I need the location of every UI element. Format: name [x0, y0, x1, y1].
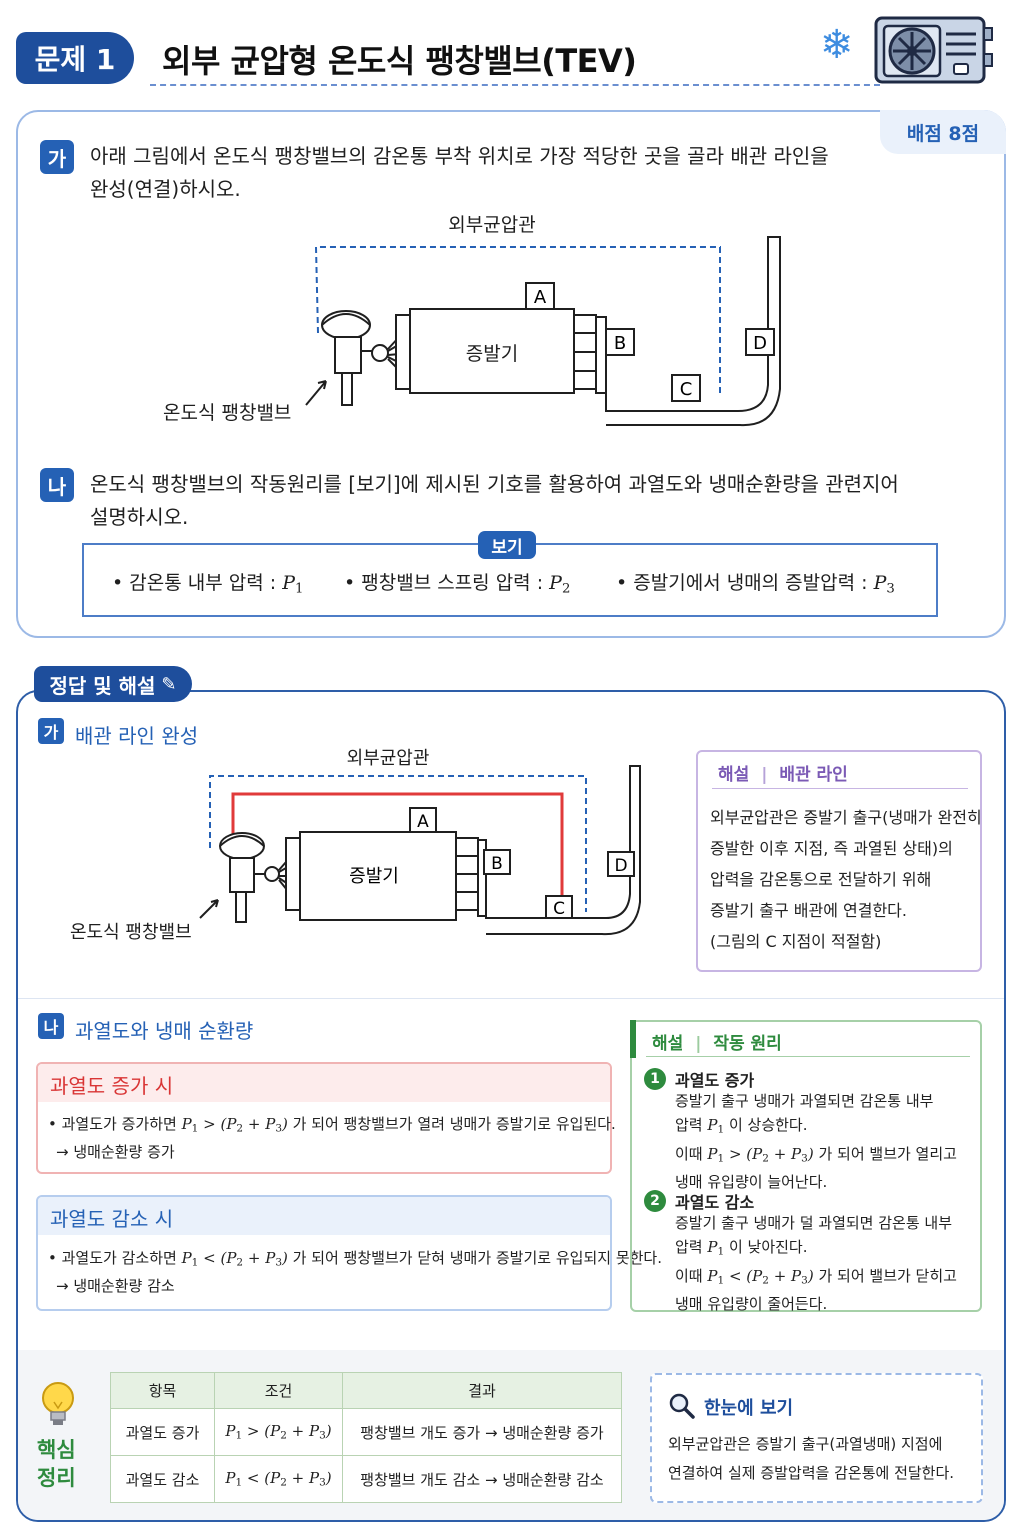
section-divider	[18, 998, 1004, 999]
tev-answer-diagram: 외부균압관 증발기 A B C D	[199, 748, 641, 936]
step-2-text: 증발기 출구 냉매가 덜 과열되면 감온통 내부 압력 P1 이 낮아진다. 이…	[675, 1214, 957, 1314]
summary-cell-item: 과열도 증가	[110, 1408, 215, 1456]
step-1-text: 증발기 출구 냉매가 과열되면 감온통 내부 압력 P1 이 상승한다. 이때 …	[675, 1092, 957, 1192]
score-badge: 배점 8점	[880, 110, 1006, 154]
answer-tag: 정답 및 해설 ✎	[34, 666, 192, 702]
answer-equalizer-dashed	[209, 775, 587, 912]
magnifier-icon	[669, 1393, 695, 1419]
answer-card	[16, 690, 1006, 1522]
working-principle-title: 해설 | 작동 원리	[652, 1034, 782, 1054]
snowflake-icon: ❄	[820, 22, 854, 68]
question-card	[16, 110, 1006, 638]
summary-table-header: 항목 조건 결과	[110, 1372, 622, 1409]
answer-tag-label: 정답 및 해설	[49, 673, 156, 698]
answer-point-d: D	[614, 856, 627, 876]
summary-table: 항목 조건 결과 과열도 증가 P1 > (P2 + P3) 팽창밸브 개도 증…	[110, 1372, 622, 1503]
superheat-decrease-text: • 과열도가 감소하면 P1 < (P2 + P3) 가 되어 팽창밸브가 닫혀…	[48, 1249, 662, 1269]
answer-equalizer-label: 외부균압관	[347, 748, 430, 769]
table-row: 과열도 감소 P1 < (P2 + P3) 팽창밸브 개도 감소 → 냉매순환량…	[110, 1455, 622, 1503]
point-d-label: D	[753, 333, 767, 354]
answer-part-a-badge: 가	[38, 718, 64, 744]
working-principle-box	[630, 1020, 982, 1312]
title-underline	[150, 84, 880, 86]
working-principle-accent	[630, 1020, 636, 1058]
table-row: 과열도 증가 P1 > (P2 + P3) 팽창밸브 개도 증가 → 냉매순환량…	[110, 1408, 622, 1456]
step-2-heading: 과열도 감소	[675, 1193, 755, 1212]
summary-cell-result: 팽창밸브 개도 감소 → 냉매순환량 감소	[342, 1455, 622, 1503]
summary-cell-result: 팽창밸브 개도 증가 → 냉매순환량 증가	[342, 1408, 622, 1456]
equalizer-pipe-label: 외부균압관	[448, 214, 535, 236]
piping-explanation-divider	[712, 788, 968, 789]
summary-cell-condition: P1 > (P2 + P3)	[214, 1408, 343, 1456]
valve-label: 온도식 팽창밸브	[163, 402, 292, 424]
answer-valve-label: 온도식 팽창밸브	[70, 922, 192, 943]
answer-part-b-badge: 나	[38, 1013, 64, 1039]
evaporator-label: 증발기	[466, 343, 518, 365]
valve-pointer-arrow	[305, 380, 327, 406]
point-a-label: A	[534, 287, 547, 308]
part-b-question-line1: 온도식 팽창밸브의 작동원리를 [보기]에 제시된 기호를 활용하여 과열도와 …	[90, 472, 899, 496]
bogi-item-p3: • 증발기에서 냉매의 증발압력 : P3	[616, 572, 895, 597]
working-principle-divider	[646, 1056, 970, 1057]
superheat-increase-header	[38, 1064, 610, 1102]
evaporator-box	[409, 308, 575, 394]
superheat-decrease-header	[38, 1197, 610, 1235]
step-2-icon: 2	[644, 1190, 666, 1212]
tev-piping-diagram: 외부균압관 증발기 A B C D	[305, 214, 781, 427]
bogi-item-p2: • 팽창밸브 스프링 압력 : P2	[344, 572, 571, 597]
point-c-label: C	[680, 379, 693, 400]
at-a-glance-text: 외부균압관은 증발기 출구(과열냉매) 지점에 연결하여 실제 증발압력을 감온…	[668, 1435, 955, 1482]
superheat-increase-text: • 과열도가 증가하면 P1 > (P2 + P3) 가 되어 팽창밸브가 열려…	[48, 1115, 616, 1135]
answer-point-b: B	[491, 854, 503, 874]
summary-cell-condition: P1 < (P2 + P3)	[214, 1455, 343, 1503]
piping-explanation-title: 해설 | 배관 라인	[718, 765, 848, 785]
summary-header-condition: 조건	[214, 1372, 343, 1409]
answer-point-a: A	[417, 812, 429, 832]
lightbulb-icon	[42, 1382, 74, 1425]
suction-line	[605, 236, 781, 427]
superheat-decrease-result: → 냉매순환량 감소	[56, 1277, 175, 1295]
superheat-decrease-title: 과열도 감소 시	[50, 1207, 174, 1231]
answer-part-a-heading: 배관 라인 완성	[75, 724, 199, 748]
answer-evaporator-label: 증발기	[349, 866, 399, 887]
page-title: 외부 균압형 온도식 팽창밸브(TEV)	[162, 42, 637, 80]
step-1-heading: 과열도 증가	[675, 1071, 755, 1090]
valve-body	[334, 336, 362, 374]
superheat-increase-title: 과열도 증가 시	[50, 1074, 174, 1098]
part-a-badge: 가	[40, 140, 74, 174]
piping-explanation-box	[696, 750, 982, 972]
at-a-glance-title: 한눈에 보기	[704, 1398, 794, 1419]
point-b-label: B	[614, 333, 626, 354]
equalizer-pipe-dashed	[314, 246, 721, 397]
summary-label: 핵심 정리	[37, 1438, 76, 1490]
at-a-glance-box	[650, 1373, 983, 1503]
summary-header-result: 결과	[342, 1372, 622, 1409]
pencil-icon: ✎	[161, 673, 177, 695]
summary-header-item: 항목	[110, 1372, 215, 1409]
part-b-question-line2: 설명하시오.	[90, 505, 189, 529]
problem-number-badge: 문제 1	[16, 32, 134, 84]
answer-point-c: C	[553, 899, 565, 919]
part-a-question-line2: 완성(연결)하시오.	[90, 177, 241, 201]
part-a-question-line1: 아래 그림에서 온도식 팽창밸브의 감온통 부착 위치로 가장 적당한 곳을 골…	[90, 144, 829, 168]
bogi-item-p1: • 감온통 내부 압력 : P1	[112, 572, 304, 597]
piping-explanation-text: 외부균압관은 증발기 출구(냉매가 완전히 증발한 이후 지점, 즉 과열된 상…	[710, 808, 982, 951]
summary-cell-item: 과열도 감소	[110, 1455, 215, 1503]
bogi-tag: 보기	[478, 531, 536, 559]
superheat-increase-result: → 냉매순환량 증가	[56, 1143, 175, 1161]
answer-part-b-heading: 과열도와 냉매 순환량	[75, 1019, 254, 1043]
step-1-icon: 1	[644, 1068, 666, 1090]
air-conditioner-icon	[874, 16, 993, 84]
connected-equalizer-line	[231, 792, 564, 896]
part-b-badge: 나	[40, 468, 74, 502]
